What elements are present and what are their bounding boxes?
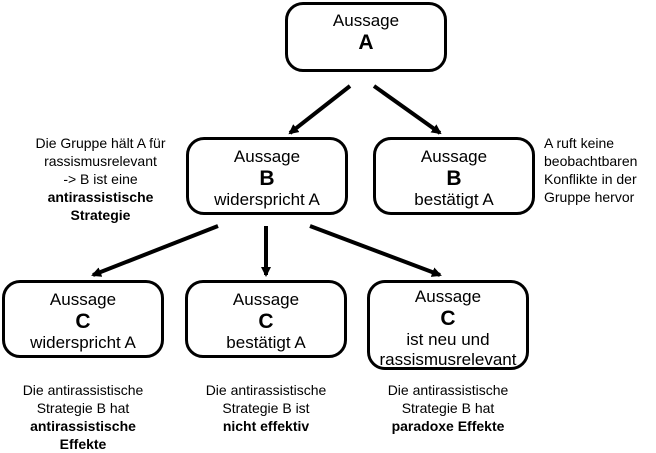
note-line: -> B ist eine [63,171,138,187]
note-right-keine-konflikte: A ruft keine beobachtbaren Konflikte in … [544,134,656,206]
arrow-a-to-b1 [288,84,352,135]
node-aussage-c-widerspricht: Aussage C widerspricht A [2,280,164,358]
node-label: Aussage [332,11,400,30]
note-line: Die antirassistische [22,382,144,398]
note-emphasis: Effekte [59,436,107,452]
node-letter: B [446,167,462,190]
node-description: bestätigt A [414,190,494,209]
note-line: beobachtbaren [544,153,638,169]
arrow-b1-to-c3 [309,224,442,277]
note-line: Konflikte in der [544,171,637,187]
note-line: Strategie B hat [36,400,130,416]
node-label: Aussage [233,147,301,166]
note-line: Die antirassistische [387,382,509,398]
node-description: widerspricht A [30,333,136,352]
node-aussage-b-widerspricht: Aussage B widerspricht A [186,137,348,215]
node-aussage-c-bestaetigt: Aussage C bestätigt A [185,280,347,358]
node-label: Aussage [414,287,482,306]
note-line: rassismusrelevant [44,153,157,169]
note-left-antirassistische-strategie: Die Gruppe hält A für rassismusrelevant … [18,134,183,224]
node-label: Aussage [232,290,300,309]
note-line: A ruft keine [544,135,615,151]
node-letter: B [259,167,275,190]
node-description: widerspricht A [214,190,320,209]
arrow-b1-to-c1 [91,224,219,277]
node-aussage-b-bestaetigt: Aussage B bestätigt A [373,137,535,215]
note-line: Die antirassistische [205,382,327,398]
node-letter: C [75,310,91,333]
note-emphasis: paradoxe Effekte [391,418,505,434]
note-emphasis: nicht effektiv [222,418,310,434]
note-emphasis: antirassistische [30,418,136,434]
node-description: bestätigt A [226,333,306,352]
note-line: Gruppe hervor [544,189,635,205]
note-line: Strategie B ist [222,400,310,416]
note-c1-antirassistische-effekte: Die antirassistische Strategie B hat ant… [0,381,166,453]
note-line: Strategie B hat [401,400,495,416]
node-label: Aussage [49,290,117,309]
note-c2-nicht-effektiv: Die antirassistische Strategie B ist nic… [183,381,349,435]
node-label: Aussage [420,147,488,166]
note-emphasis: Strategie [70,207,131,223]
node-description-2: rassismusrelevant [379,350,517,369]
note-c3-paradoxe-effekte: Die antirassistische Strategie B hat par… [365,381,531,435]
node-aussage-a: Aussage A [285,2,447,72]
node-description: ist neu und [406,330,490,349]
note-emphasis: antirassistische [47,189,154,205]
node-letter: A [358,31,374,54]
arrow-a-to-b2 [372,84,442,135]
node-letter: C [440,307,456,330]
note-line: Die Gruppe hält A für [35,135,166,151]
node-aussage-c-neu: Aussage C ist neu und rassismusrelevant [367,280,529,370]
node-letter: C [258,310,274,333]
